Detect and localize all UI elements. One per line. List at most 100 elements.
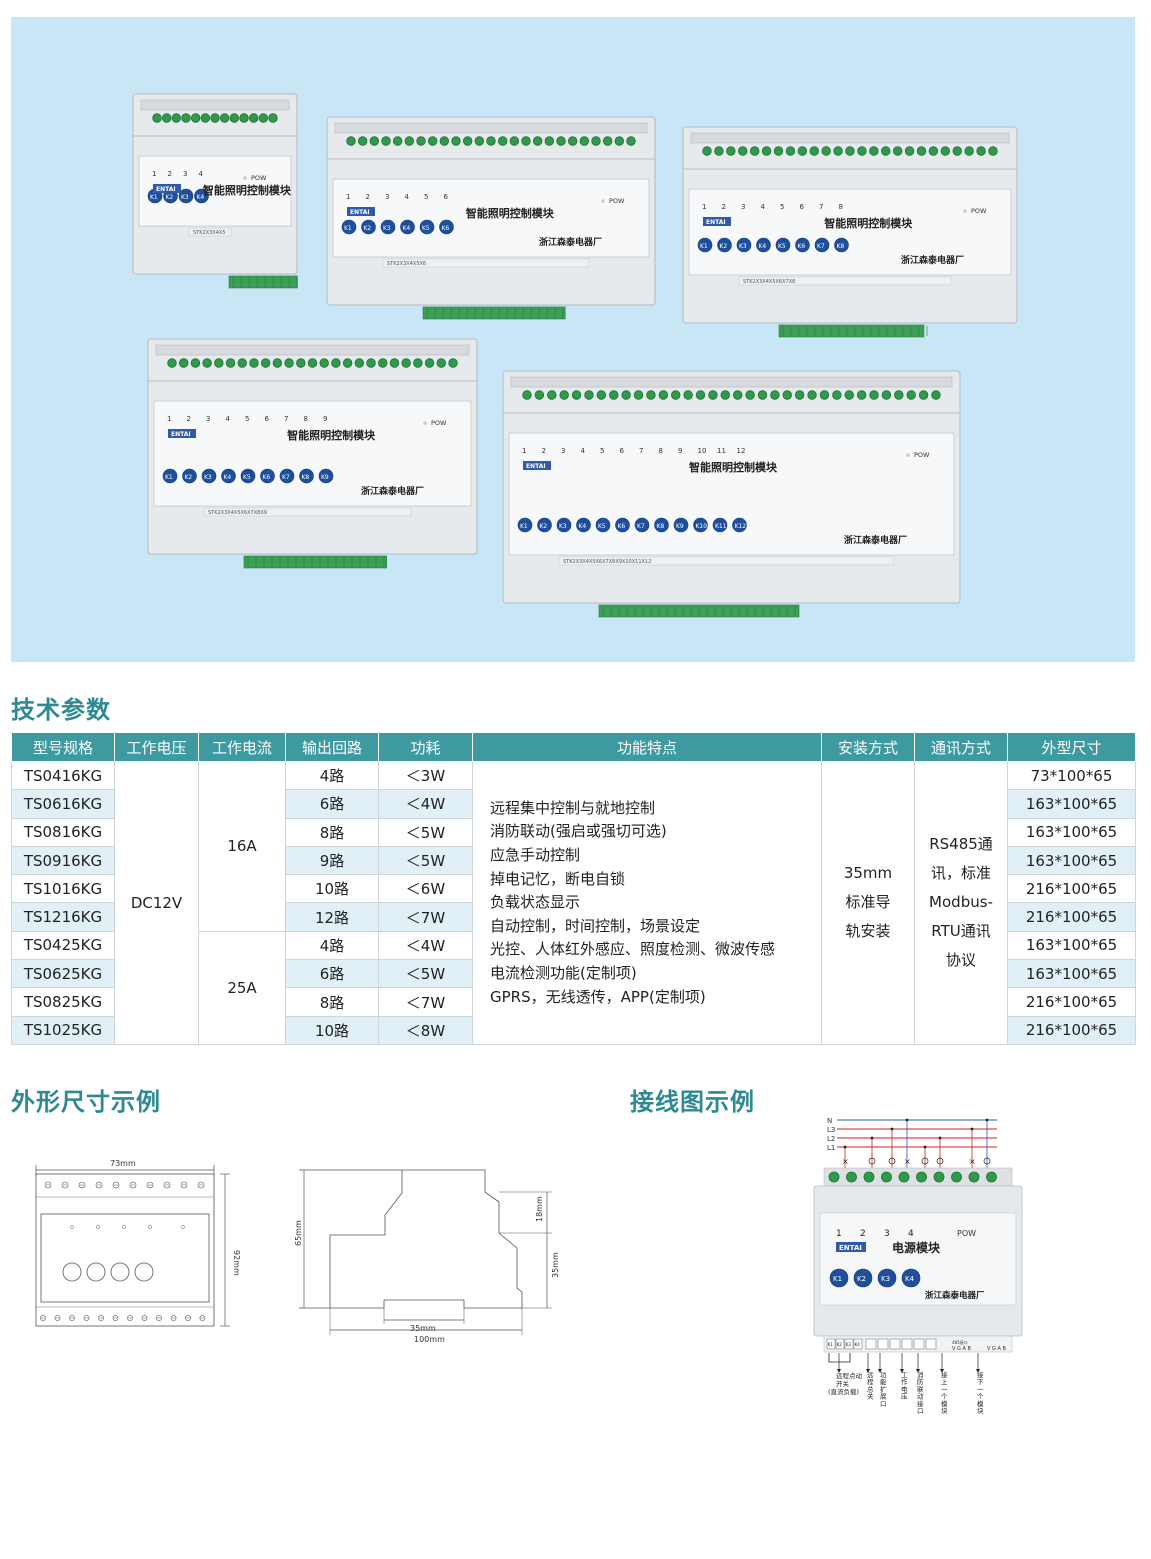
- terminal-screw: [928, 146, 939, 156]
- channel-button: [693, 517, 708, 533]
- cell-size: 163*100*65: [1007, 959, 1136, 989]
- terminal-screw: [892, 146, 903, 156]
- wiring-annotation-char: 模: [977, 1399, 984, 1408]
- terminal-screw: [976, 146, 986, 156]
- cell-size: 163*100*65: [1007, 845, 1136, 876]
- screw: [40, 1315, 46, 1321]
- channel-button: [775, 237, 791, 253]
- channel-button-label: K4: [224, 474, 232, 481]
- label-strip: [382, 258, 590, 268]
- wiring-arrows: [837, 1353, 980, 1373]
- screw: [78, 1181, 86, 1189]
- cell-model: TS0916KG: [11, 845, 115, 876]
- channel-button-label: K2: [857, 1275, 866, 1283]
- wiring-annotation-char: 防: [917, 1377, 924, 1386]
- pow-led: [423, 421, 427, 425]
- screw: [112, 1315, 119, 1321]
- terminal-screw: [307, 358, 318, 368]
- pow-label: POW: [971, 207, 987, 215]
- module-title: 智能照明控制模块: [203, 183, 292, 197]
- line-label-l3: L3: [827, 1126, 835, 1134]
- cell-model: TS1016KG: [11, 874, 115, 904]
- wiring-annotation-char: 关: [867, 1392, 874, 1401]
- annotation-arrowhead: [940, 1369, 944, 1373]
- terminal-screw: [773, 146, 784, 156]
- terminal-screw: [258, 113, 269, 123]
- terminal-screw: [863, 1171, 875, 1183]
- table-row: TS0416KG DC12V 16A 4路 ＜3W 远程集中控制与就地控制 消防…: [11, 760, 1136, 1045]
- brand-logo: ENTAI: [836, 1242, 866, 1252]
- channel-button-label: K4: [579, 523, 587, 530]
- channel-number: 3: [741, 203, 745, 211]
- wiring-annotation-char: 个: [977, 1393, 984, 1401]
- module-company: 浙江森泰电器厂: [901, 254, 964, 266]
- channel-number: 2: [366, 193, 370, 201]
- terminal-screw: [534, 390, 545, 400]
- feature-line: 远程集中控制与就地控制: [490, 798, 656, 817]
- screw: [112, 1181, 120, 1189]
- terminal-screw: [596, 390, 607, 400]
- channel-number: 4: [581, 447, 586, 455]
- channel-button-label: K8: [302, 474, 310, 481]
- led-dot: [70, 1225, 74, 1229]
- label-strip-text: STK2X3X4X5X6X7X8X9: [208, 510, 267, 516]
- cell-power: ＜5W: [378, 959, 473, 989]
- channel-number: 5: [245, 415, 249, 423]
- label-strip: [738, 276, 952, 286]
- terminal-slot: [889, 1338, 901, 1350]
- brand-logo: ENTAI: [347, 207, 375, 216]
- terminal-screw: [522, 390, 532, 400]
- terminal-screw: [916, 1171, 927, 1183]
- channel-button-label: K1: [150, 194, 158, 201]
- wiring-annotation: 远程点动: [836, 1371, 863, 1380]
- channel-number: 3: [385, 193, 389, 201]
- channel-number: 7: [819, 203, 823, 211]
- screw: [185, 1315, 191, 1321]
- header-mount: 安装方式: [821, 732, 915, 762]
- terminal-screw: [296, 358, 306, 368]
- channel-button: [318, 468, 334, 484]
- terminal-screw: [225, 358, 236, 368]
- terminal-screw: [190, 113, 201, 123]
- terminal-screw: [486, 136, 496, 146]
- terminal-slot: [925, 1338, 937, 1350]
- wiring-company: 浙江森泰电器厂: [925, 1290, 985, 1301]
- terminal-screw: [846, 1171, 857, 1183]
- channel-button: [400, 219, 415, 235]
- channel-number: 4: [908, 1229, 914, 1239]
- cell-circuits: 8路: [285, 817, 379, 847]
- channel-button-label: K2: [166, 194, 174, 201]
- terminal-screw: [389, 358, 400, 368]
- terminal-screw: [416, 136, 426, 146]
- terminal-screw: [521, 136, 531, 146]
- annotation-arrowhead: [916, 1369, 920, 1373]
- brand-logo-text: ENTAI: [526, 463, 546, 470]
- width-dimension-label: 73mm: [110, 1159, 136, 1168]
- channel-button: [901, 1268, 921, 1288]
- terminal-screw: [881, 146, 891, 156]
- terminal-screw: [807, 390, 817, 400]
- terminal-screw: [331, 358, 341, 368]
- terminal-label: K4: [855, 1342, 861, 1347]
- terminal-label: K2: [837, 1342, 843, 1347]
- terminal-screw: [881, 1171, 892, 1183]
- cell-size: 216*100*65: [1007, 874, 1136, 904]
- channel-button: [634, 517, 650, 533]
- channel-button-label: K7: [637, 523, 645, 530]
- front-buttons: [62, 1225, 185, 1282]
- cell-circuits: 4路: [285, 760, 379, 791]
- wiring-annotation-char: 能: [880, 1377, 887, 1386]
- bus-vgab-label: V G A B: [952, 1346, 971, 1352]
- feature-line: 光控、人体红外感应、照度检测、微波传感: [490, 940, 776, 959]
- lamp-symbol: [868, 1157, 876, 1165]
- label-strip-text: STK2X3X4X5: [193, 230, 226, 236]
- terminal-screw: [785, 146, 796, 156]
- terminal-screw: [567, 136, 578, 146]
- terminal-screw: [857, 146, 867, 156]
- terminal-screw: [726, 146, 736, 156]
- terminal-screw: [462, 136, 473, 146]
- wiring-annotation-char: 作: [901, 1377, 908, 1386]
- brand-logo: ENTAI: [703, 217, 731, 226]
- wiring-annotation-char: 接: [917, 1399, 924, 1408]
